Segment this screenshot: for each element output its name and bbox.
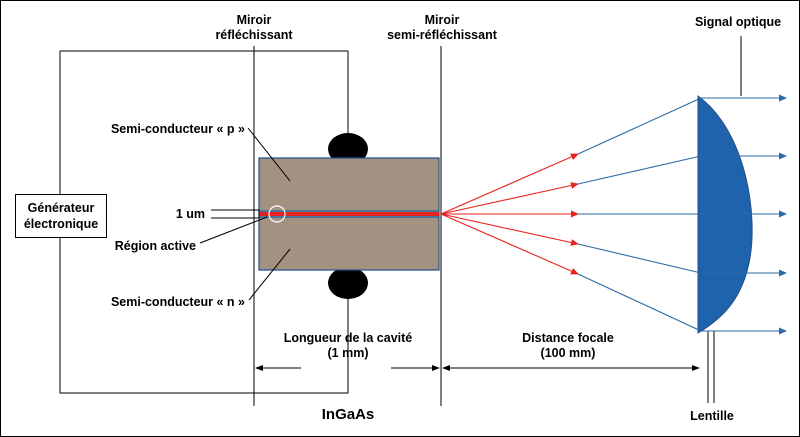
focal-distance-label: Distance focale (100 mm) xyxy=(522,331,614,360)
semi-p-label: Semi-conducteur « p » xyxy=(110,122,245,136)
output-signal xyxy=(701,94,787,335)
beams xyxy=(440,97,702,332)
top-contact xyxy=(328,133,368,165)
bottom-contact xyxy=(328,267,368,299)
material-label: InGaAs xyxy=(321,406,375,423)
semi-n-label: Semi-conducteur « n » xyxy=(110,295,245,309)
cavity-length-label: Longueur de la cavité (1 mm) xyxy=(283,331,413,360)
generator-box: Générateur électronique xyxy=(15,194,107,238)
circuit-wires xyxy=(59,50,349,394)
one-um-label: 1 um xyxy=(175,207,205,221)
region-active-label: Région active xyxy=(114,239,196,253)
mirror-reflective-label: Miroir réfléchissant xyxy=(215,13,293,42)
active-region xyxy=(259,210,439,218)
leader-lines xyxy=(199,127,291,301)
mirror-semi-reflective-label: Miroir semi-réfléchissant xyxy=(387,13,497,42)
signal-optique-label: Signal optique xyxy=(694,15,782,29)
active-region-highlight xyxy=(268,205,286,223)
lens-leader xyxy=(707,36,742,403)
lens-label: Lentille xyxy=(690,409,734,423)
